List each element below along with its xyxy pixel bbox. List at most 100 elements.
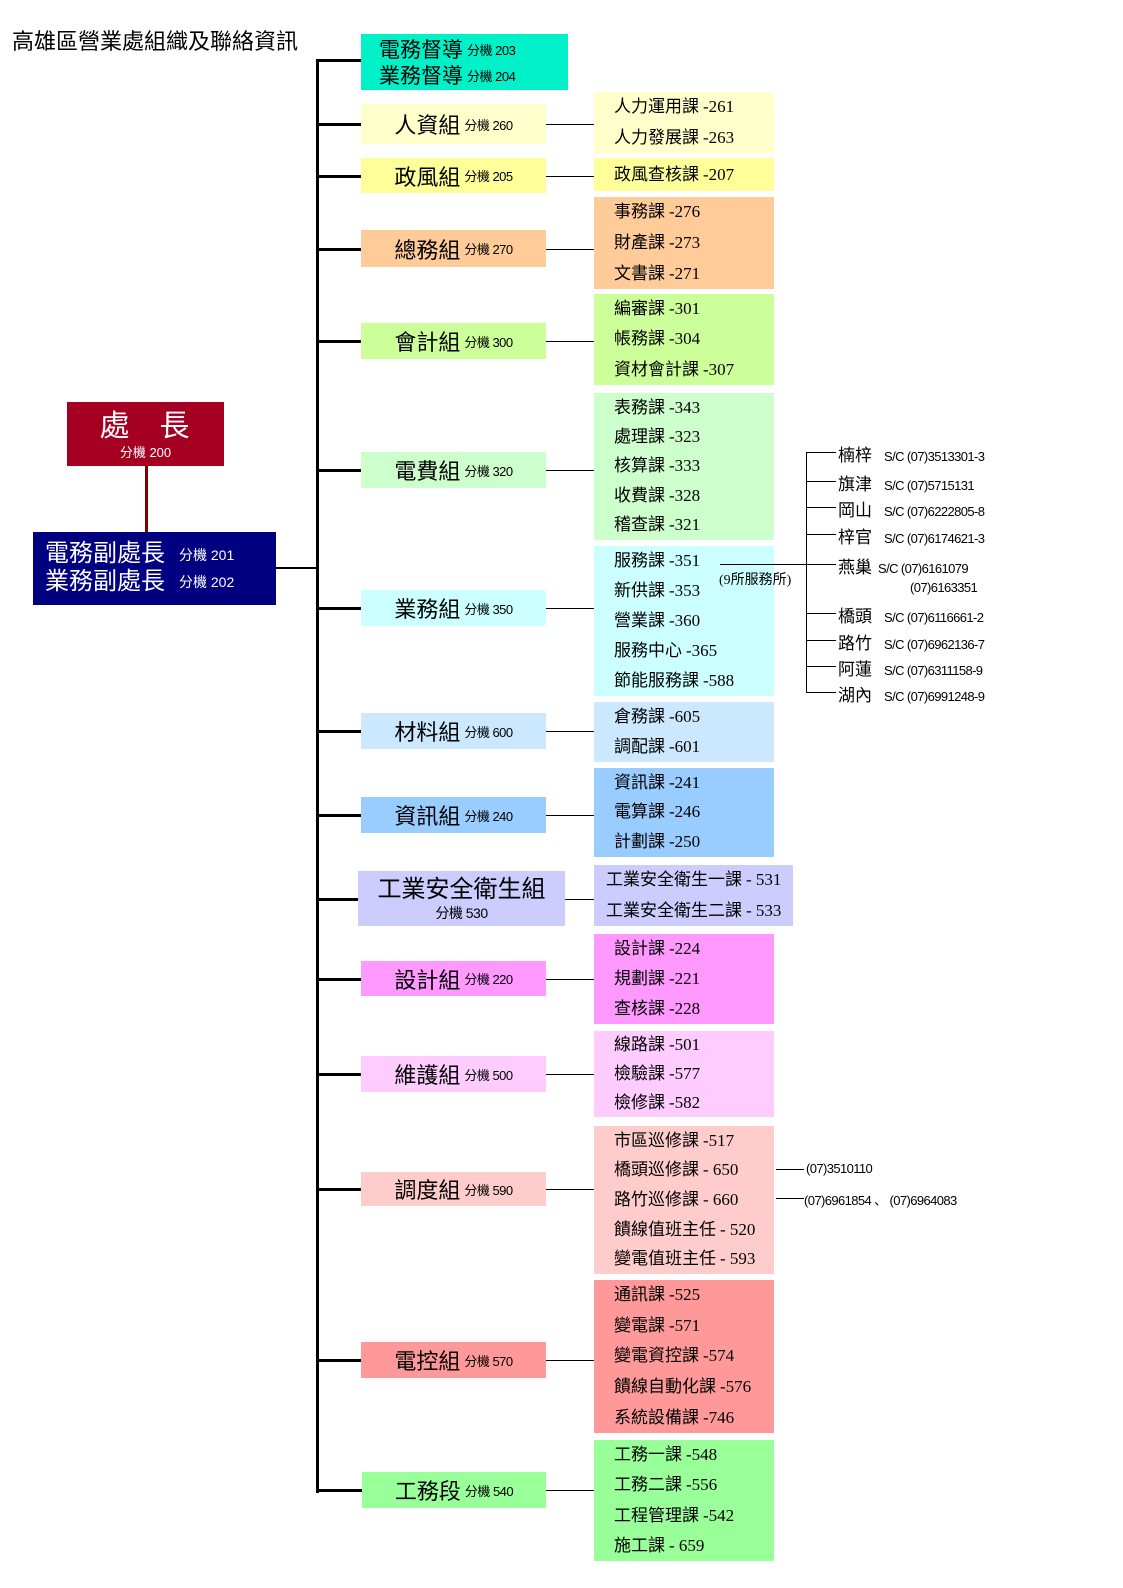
section-ext: - 659 — [669, 1535, 705, 1555]
group-name: 材料組 — [394, 721, 461, 746]
group-box: 政風組分機 205 — [361, 158, 546, 193]
section-ext: - 650 — [703, 1160, 739, 1180]
section-name: 服務課 — [614, 551, 665, 571]
section-item: 人力運用課-261 — [614, 98, 774, 116]
section-item: 規劃課-221 — [614, 970, 774, 988]
group-box: 人資組分機 260 — [361, 104, 546, 144]
section-ext: -605 — [669, 707, 701, 726]
deputies-box: 電務副處長分機 201 業務副處長分機 202 — [33, 532, 276, 605]
group-name: 政風組 — [394, 165, 461, 191]
supervisor-row: 業務督導分機 204 — [379, 62, 568, 88]
office-phone: S/C (07)6161079 — [878, 561, 969, 576]
section-item: 資訊課-241 — [614, 774, 774, 792]
group-name: 電費組 — [394, 460, 461, 485]
group-ext: 分機 350 — [464, 601, 513, 617]
section-item: 路竹巡修課- 660 — [614, 1191, 774, 1209]
group-ext: 分機 240 — [464, 808, 513, 824]
section-item: 查核課-228 — [614, 1000, 774, 1018]
office-connector — [806, 507, 836, 508]
section-ext: -588 — [703, 671, 735, 690]
office-name: 旗津 — [838, 475, 872, 495]
section-item: 營業課-360 — [614, 612, 774, 630]
qiaotou-phone: (07)3510110 — [806, 1161, 873, 1176]
group-box: 電費組分機 320 — [361, 452, 546, 488]
section-item: 倉務課-605 — [614, 708, 774, 726]
office-phone: S/C (07)6222805-8 — [884, 504, 985, 519]
section-name: 服務中心 — [614, 641, 682, 661]
group-name: 人資組 — [394, 114, 461, 139]
section-item: 通訊課-525 — [614, 1286, 774, 1304]
office-phone: S/C (07)5715131 — [884, 478, 975, 493]
section-item: 稽查課-321 — [614, 516, 774, 534]
office-name: 燕巢 — [838, 558, 872, 578]
service-office-item: 旗津 S/C (07)5715131 — [838, 470, 975, 495]
group-box: 工務段分機 540 — [362, 1472, 546, 1508]
section-ext: -228 — [669, 999, 701, 1018]
group-box: 工業安全衛生組分機 530 — [358, 871, 565, 926]
service-offices-connector — [720, 564, 808, 565]
section-connector — [546, 341, 594, 342]
section-item: 變電課-571 — [614, 1317, 774, 1335]
section-item: 文書課-271 — [614, 265, 774, 283]
service-office-item: 燕巢 S/C (07)6161079 — [838, 553, 969, 578]
luzhu-phone-connector — [776, 1198, 804, 1199]
section-name: 線路課 — [614, 1035, 665, 1056]
section-connector — [546, 124, 594, 125]
luzhu-phone: (07)6961854 、 (07)6964083 — [804, 1193, 957, 1208]
section-item: 政風查核課-207 — [614, 166, 774, 184]
branch-line — [316, 123, 361, 126]
section-ext: -271 — [669, 263, 701, 283]
section-item: 設計課-224 — [614, 940, 774, 958]
section-ext: - 593 — [720, 1249, 756, 1269]
section-name: 工程管理課 — [614, 1505, 699, 1526]
section-name: 查核課 — [614, 999, 665, 1019]
section-item: 調配課-601 — [614, 738, 774, 756]
branch-line — [316, 1073, 361, 1076]
group-ext: 分機 600 — [464, 724, 513, 740]
group-box: 調度組分機 590 — [361, 1172, 546, 1206]
group-ext: 分機 540 — [464, 1483, 514, 1499]
section-name: 文書課 — [614, 263, 665, 284]
supervisor-row: 電務督導分機 203 — [379, 36, 568, 62]
section-name: 人力發展課 — [614, 127, 699, 148]
group-name: 資訊組 — [394, 805, 461, 830]
section-ext: -576 — [720, 1377, 752, 1397]
branch-line — [316, 340, 361, 343]
section-ext: -582 — [669, 1092, 701, 1112]
section-item: 檢驗課-577 — [614, 1065, 774, 1083]
group-ext: 分機 500 — [464, 1067, 513, 1083]
section-item: 編審課-301 — [614, 300, 774, 318]
section-ext: -221 — [669, 969, 701, 988]
chief-title: 處長 — [99, 409, 220, 444]
section-item: 新供課-353 — [614, 582, 774, 600]
section-item: 服務中心-365 — [614, 642, 774, 660]
group-name: 調度組 — [394, 1179, 461, 1204]
section-item: 帳務課-304 — [614, 330, 774, 348]
section-ext: -224 — [669, 939, 701, 958]
section-name: 工務一課 — [614, 1445, 682, 1466]
section-connector — [546, 175, 594, 177]
section-ext: -746 — [703, 1407, 735, 1427]
section-item: 饋線自動化課-576 — [614, 1378, 774, 1396]
section-name: 營業課 — [614, 611, 665, 631]
section-item: 變電資控課-574 — [614, 1347, 774, 1365]
office-name: 湖內 — [838, 686, 872, 706]
section-name: 收費課 — [614, 485, 665, 506]
section-ext: -517 — [703, 1130, 735, 1150]
supervisor-name: 業務督導 — [379, 64, 463, 88]
office-name: 楠梓 — [838, 446, 872, 466]
section-item: 核算課-333 — [614, 457, 774, 475]
section-ext: -353 — [669, 581, 701, 600]
section-ext: -365 — [686, 641, 718, 660]
section-name: 工務二課 — [614, 1475, 682, 1496]
section-item: 計劃課-250 — [614, 833, 774, 851]
group-box: 業務組分機 350 — [361, 590, 546, 626]
